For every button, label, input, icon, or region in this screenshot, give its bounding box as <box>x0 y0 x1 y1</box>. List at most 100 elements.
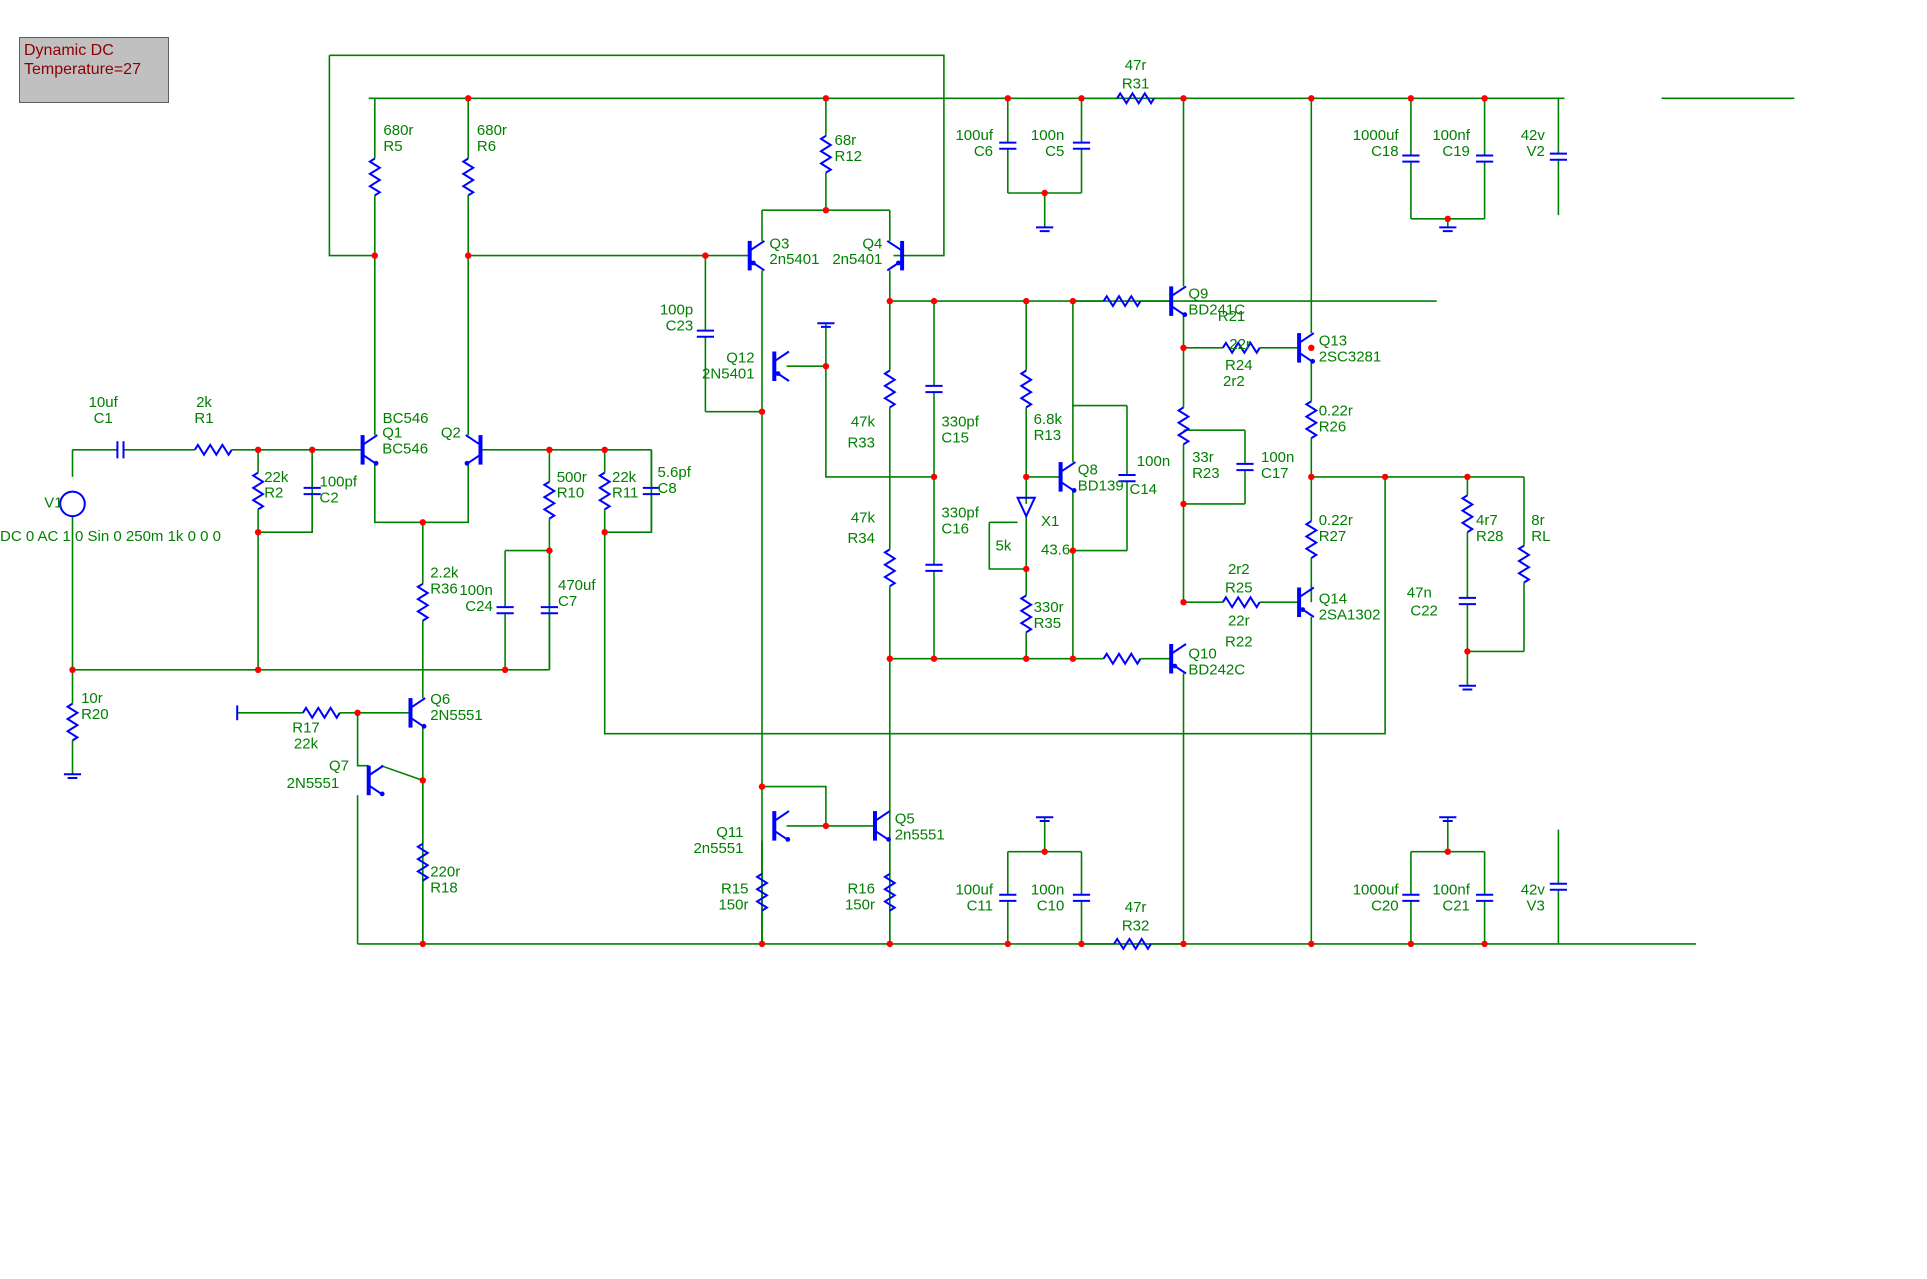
label-components-X1-val: 5k <box>996 538 1012 555</box>
label-components-C5-val: 100n <box>1031 127 1064 144</box>
transistor-arrow-Q4 <box>896 260 901 266</box>
junction-dot <box>1022 565 1030 573</box>
label-components-C11-ref: C11 <box>967 898 993 915</box>
label-components-C7-ref: C7 <box>558 593 577 610</box>
junction-dot <box>1464 648 1471 655</box>
label-components-R13-val: 6.8k <box>1034 411 1063 428</box>
label-components-R17-ref: R17 <box>292 720 320 737</box>
label-components-R33-val: 47k <box>851 414 876 431</box>
label-components-C23-val: 100p <box>660 302 693 319</box>
label-components-C21-val: 100nf <box>1432 882 1470 899</box>
label-components-C16-val: 330pf <box>941 504 979 521</box>
label-components-R20-ref: R20 <box>81 706 109 723</box>
label-components-C2-ref: C2 <box>320 490 339 507</box>
label-components-R27-val: 0.22r <box>1319 512 1353 529</box>
transistor-leads-Q2 <box>465 434 482 466</box>
label-components-C19-val: 100nf <box>1432 127 1470 144</box>
junction-dot <box>1078 940 1085 948</box>
resistor-R16 <box>883 872 897 912</box>
transistor-arrow-Q3 <box>751 260 756 266</box>
label-components-V3-ref: V3 <box>1527 898 1545 915</box>
label-components-R24-ref: R24 <box>1225 357 1253 374</box>
resistor-R31 <box>1116 91 1155 106</box>
junction-dot <box>465 95 472 102</box>
junction-dot <box>254 446 262 453</box>
junction-dot <box>1022 297 1030 305</box>
capacitor-C8 <box>642 486 660 496</box>
transistor-leads-Q6 <box>409 697 426 729</box>
resistor-R34 <box>883 548 897 588</box>
junction-dot <box>930 473 938 481</box>
label-components-C15-val: 330pf <box>941 414 979 431</box>
resistor-R1 <box>193 443 233 457</box>
resistor-R22 <box>1102 651 1142 666</box>
potentiometer-X1 <box>1016 496 1037 519</box>
label-components-Q9-ref: Q9 <box>1188 286 1208 303</box>
voltage-source-V1 <box>59 490 86 518</box>
label-components-C1-val: 10uf <box>89 394 119 411</box>
junction-dot <box>886 297 893 305</box>
capacitor-C15 <box>925 384 943 394</box>
wire <box>988 522 1027 570</box>
junction-dot <box>1444 848 1452 855</box>
label-components-RL-ref: RL <box>1531 528 1550 545</box>
label-components-R21-ref: R21 <box>1218 308 1246 325</box>
capacitor-C19 <box>1476 154 1494 163</box>
label-components-Q12-val: 2N5401 <box>702 366 755 383</box>
wire <box>825 366 934 478</box>
junction-dot <box>758 940 766 948</box>
label-components-C22-ref: C22 <box>1410 603 1438 620</box>
resistor-R27 <box>1304 520 1319 559</box>
label-components-R34-ref: R34 <box>847 530 875 547</box>
junction-dot <box>930 655 938 662</box>
transistor-arrow-Q12 <box>775 371 781 376</box>
label-components-R5-ref: R5 <box>383 138 402 155</box>
label-components-R26-ref: R26 <box>1319 418 1347 435</box>
ground-symbol <box>1439 226 1457 233</box>
label-components-Q8-val: BD139 <box>1078 477 1124 494</box>
resistor-R6 <box>461 157 476 197</box>
junction-dot <box>886 655 893 662</box>
capacitor-C24 <box>496 606 514 615</box>
transistor-leads-Q8 <box>1060 461 1076 493</box>
junction-dot <box>1180 95 1187 102</box>
transistor-leads-Q5 <box>874 810 891 842</box>
label-components-C10-val: 100n <box>1031 882 1064 899</box>
label-components-R31-ref: R31 <box>1122 76 1150 93</box>
transistor-arrow-Q13 <box>1310 358 1315 364</box>
capacitor-V3 <box>1549 882 1567 891</box>
resistor-R2 <box>251 471 265 511</box>
resistor-R15 <box>755 872 769 912</box>
label-components-C20-ref: C20 <box>1371 898 1399 915</box>
transistor-leads-Q7 <box>368 764 384 797</box>
label-components-R28-val: 4r7 <box>1476 512 1498 529</box>
label-components-C14-ref: C14 <box>1130 481 1158 498</box>
label-components-R33-ref: R33 <box>847 434 875 451</box>
label-components-R10-ref: R10 <box>557 485 585 502</box>
resistor-R33 <box>883 369 897 409</box>
junction-dot <box>1308 473 1315 481</box>
capacitor-C10 <box>1072 893 1091 902</box>
label-components-V3-val: 42v <box>1521 882 1546 899</box>
junction-dot <box>1180 344 1187 351</box>
label-components-C21-ref: C21 <box>1442 898 1470 915</box>
transistor-leads-Q1 <box>362 434 378 466</box>
junction-dot <box>1069 655 1077 662</box>
label-components-V2-val: 42v <box>1521 127 1546 144</box>
label-components-R1-val: 2k <box>196 394 212 411</box>
wire <box>786 323 827 367</box>
label-components-C2-val: 100pf <box>320 474 358 491</box>
label-components-R32-ref: R32 <box>1122 917 1150 934</box>
label-components-Q10-val: BD242C <box>1188 662 1245 679</box>
resistor-R36 <box>416 582 430 622</box>
resistor-R24 <box>1222 341 1261 355</box>
label-components-R23-ref: R23 <box>1192 465 1220 482</box>
resistor-RL <box>1517 544 1531 584</box>
capacitor-C18 <box>1402 154 1420 163</box>
resistor-R32 <box>1113 937 1152 951</box>
junction-dot <box>254 666 262 673</box>
junction-dot <box>702 252 709 259</box>
transistor-arrow-Q2 <box>464 460 470 466</box>
label-components-C11-val: 100uf <box>955 882 993 899</box>
transistor-arrow-Q14 <box>1300 607 1306 612</box>
